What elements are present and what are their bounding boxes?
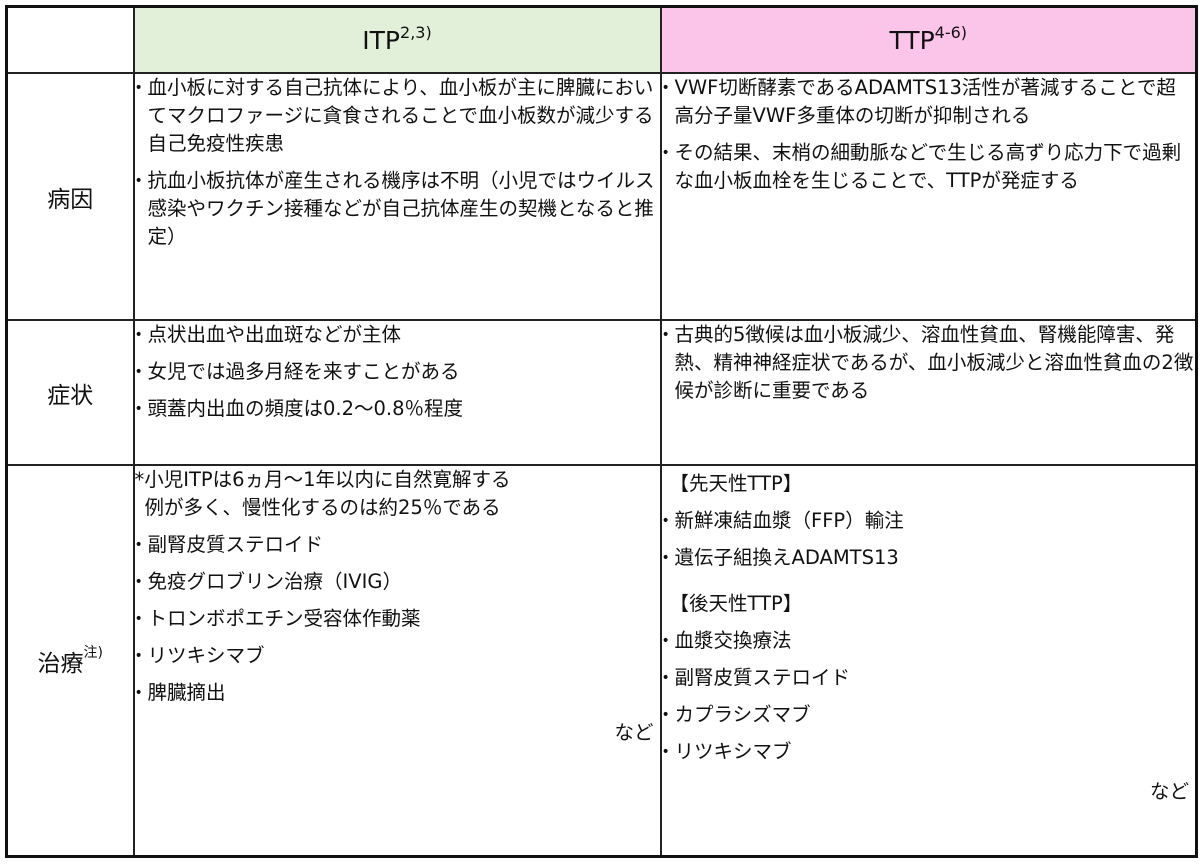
list-item: •脾臓摘出 <box>135 679 660 707</box>
bullet-icon: • <box>661 550 670 566</box>
bullet-icon: • <box>661 670 670 686</box>
list-item: •副腎皮質ステロイド <box>662 664 1196 692</box>
bullet-icon: • <box>134 611 143 627</box>
header-itp-label: ITP <box>362 25 401 55</box>
bullet-icon: • <box>661 633 670 649</box>
row-label-cause: 病因 <box>5 72 135 321</box>
cause-itp-cell: •血小板に対する自己抗体により、血小板が主に脾臓においてマクロファージに貪食され… <box>132 72 662 321</box>
bullet-icon: • <box>661 327 670 343</box>
ttp-etc-label: など <box>1149 780 1189 803</box>
list-item: •免疫グロブリン治療（IVIG） <box>135 568 660 596</box>
list-item: •遺伝子組換えADAMTS13 <box>662 544 1196 572</box>
list-item: •リツキシマブ <box>662 738 1196 766</box>
bullet-icon: • <box>661 707 670 723</box>
header-ttp-label: TTP <box>889 25 935 55</box>
list-item: •カプラシズマブ <box>662 701 1196 729</box>
list-item: •VWF切断酵素であるADAMTS13活性が著減することで超高分子量VWF多重体… <box>662 74 1196 130</box>
list-item: •リツキシマブ <box>135 642 660 670</box>
header-ttp-ref: 4-6) <box>934 22 968 42</box>
bullet-icon: • <box>134 401 143 417</box>
bullet-icon: • <box>661 513 670 529</box>
list-item: •点状出血や出血斑などが主体 <box>135 321 660 349</box>
list-item: •新鮮凍結血漿（FFP）輸注 <box>662 507 1196 535</box>
header-itp: ITP2,3) <box>132 5 662 74</box>
header-itp-ref: 2,3) <box>400 22 432 42</box>
acquired-ttp-heading: 【後天性TTP】 <box>669 592 803 615</box>
treatment-note-marker: 注) <box>83 644 103 661</box>
header-corner-cell <box>5 5 135 74</box>
bullet-icon: • <box>661 80 670 96</box>
list-item: •血漿交換療法 <box>662 627 1196 655</box>
row-symptoms: 症状 •点状出血や出血斑などが主体 •女児では過多月経を来すことがある •頭蓋内… <box>5 319 1198 466</box>
bullet-icon: • <box>134 327 143 343</box>
bullet-icon: • <box>134 648 143 664</box>
cause-ttp-cell: •VWF切断酵素であるADAMTS13活性が著減することで超高分子量VWF多重体… <box>659 72 1198 321</box>
bullet-icon: • <box>134 537 143 553</box>
bullet-icon: • <box>134 685 143 701</box>
itp-ttp-comparison-table: ITP2,3) TTP4-6) 病因 •血小板に対する自己抗体により、血小板が主… <box>5 5 1198 858</box>
list-item: •女児では過多月経を来すことがある <box>135 358 660 386</box>
symptoms-ttp-cell: •古典的5徴候は血小板減少、溶血性貧血、腎機能障害、発熱、精神神経症状であるが、… <box>659 319 1198 466</box>
list-item: •トロンボポエチン受容体作動薬 <box>135 605 660 633</box>
list-item: •血小板に対する自己抗体により、血小板が主に脾臓においてマクロファージに貪食され… <box>135 74 660 158</box>
bullet-icon: • <box>661 145 670 161</box>
row-cause: 病因 •血小板に対する自己抗体により、血小板が主に脾臓においてマクロファージに貪… <box>5 72 1198 321</box>
treatment-itp-cell: *小児ITPは6ヵ月～1年以内に自然寛解する 例が多く、慢性化するのは約25％で… <box>132 464 662 858</box>
row-label-symptoms: 症状 <box>5 319 135 466</box>
list-item: •その結果、末梢の細動脈などで生じる高ずり応力下で過剰な血小板血栓を生じることで… <box>662 139 1196 195</box>
bullet-icon: • <box>134 574 143 590</box>
treatment-ttp-cell: 【先天性TTP】 •新鮮凍結血漿（FFP）輸注 •遺伝子組換えADAMTS13 … <box>659 464 1198 858</box>
itp-remission-note: *小児ITPは6ヵ月～1年以内に自然寛解する 例が多く、慢性化するのは約25％で… <box>134 468 511 519</box>
bullet-icon: • <box>134 80 143 96</box>
row-treatment: 治療注) *小児ITPは6ヵ月～1年以内に自然寛解する 例が多く、慢性化するのは… <box>5 464 1198 858</box>
header-row: ITP2,3) TTP4-6) <box>5 5 1198 74</box>
bullet-icon: • <box>134 364 143 380</box>
symptoms-itp-cell: •点状出血や出血斑などが主体 •女児では過多月経を来すことがある •頭蓋内出血の… <box>132 319 662 466</box>
list-item: •頭蓋内出血の頻度は0.2～0.8％程度 <box>135 395 660 423</box>
list-item: •古典的5徴候は血小板減少、溶血性貧血、腎機能障害、発熱、精神神経症状であるが、… <box>662 321 1196 405</box>
header-ttp: TTP4-6) <box>659 5 1198 74</box>
list-item: •抗血小板抗体が産生される機序は不明（小児ではウイルス感染やワクチン接種などが自… <box>135 167 660 251</box>
congenital-ttp-heading: 【先天性TTP】 <box>669 472 803 495</box>
row-label-treatment: 治療注) <box>5 464 135 858</box>
list-item: •副腎皮質ステロイド <box>135 531 660 559</box>
itp-etc-label: など <box>614 721 654 744</box>
bullet-icon: • <box>134 173 143 189</box>
bullet-icon: • <box>661 744 670 760</box>
